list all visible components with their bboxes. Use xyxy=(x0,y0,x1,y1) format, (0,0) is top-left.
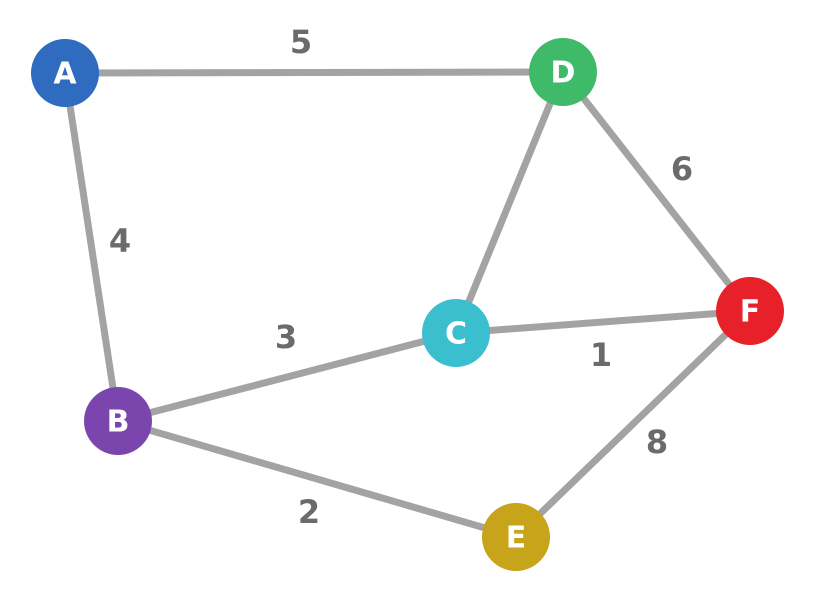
edge-weight-e-f: 8 xyxy=(646,423,668,461)
node-d: D xyxy=(529,38,597,106)
edge-b-c xyxy=(114,329,460,425)
edge-weight-a-b: 4 xyxy=(109,222,131,260)
edge-d-f xyxy=(559,68,754,315)
nodes-layer: A B C D E F xyxy=(31,38,784,571)
node-label-d: D xyxy=(551,56,576,91)
edge-b-e xyxy=(114,417,520,541)
node-label-c: C xyxy=(445,317,467,352)
node-label-a: A xyxy=(53,57,77,92)
node-label-e: E xyxy=(506,521,527,556)
node-circle-a xyxy=(31,39,99,107)
node-label-b: B xyxy=(107,405,130,440)
node-circle-c xyxy=(422,299,490,367)
node-circle-e xyxy=(482,503,550,571)
edge-d-c xyxy=(452,68,567,337)
edge-weight-d-f: 6 xyxy=(671,150,693,188)
edge-weights-layer: 5 4 6 3 1 2 8 xyxy=(109,23,693,531)
edge-a-b xyxy=(61,69,122,425)
node-e: E xyxy=(482,503,550,571)
edges-layer xyxy=(61,68,754,541)
node-circle-f xyxy=(716,277,784,345)
edge-c-f xyxy=(452,307,754,337)
node-label-f: F xyxy=(740,295,761,330)
edge-a-d xyxy=(61,68,567,77)
node-b: B xyxy=(84,387,152,455)
node-c: C xyxy=(422,299,490,367)
node-circle-d xyxy=(529,38,597,106)
node-a: A xyxy=(31,39,99,107)
edge-weight-b-e: 2 xyxy=(298,493,320,531)
edge-weight-c-f: 1 xyxy=(590,336,612,374)
node-f: F xyxy=(716,277,784,345)
edge-weight-a-d: 5 xyxy=(290,23,312,61)
edge-e-f xyxy=(512,307,754,541)
edge-weight-b-c: 3 xyxy=(275,318,297,356)
node-circle-b xyxy=(84,387,152,455)
